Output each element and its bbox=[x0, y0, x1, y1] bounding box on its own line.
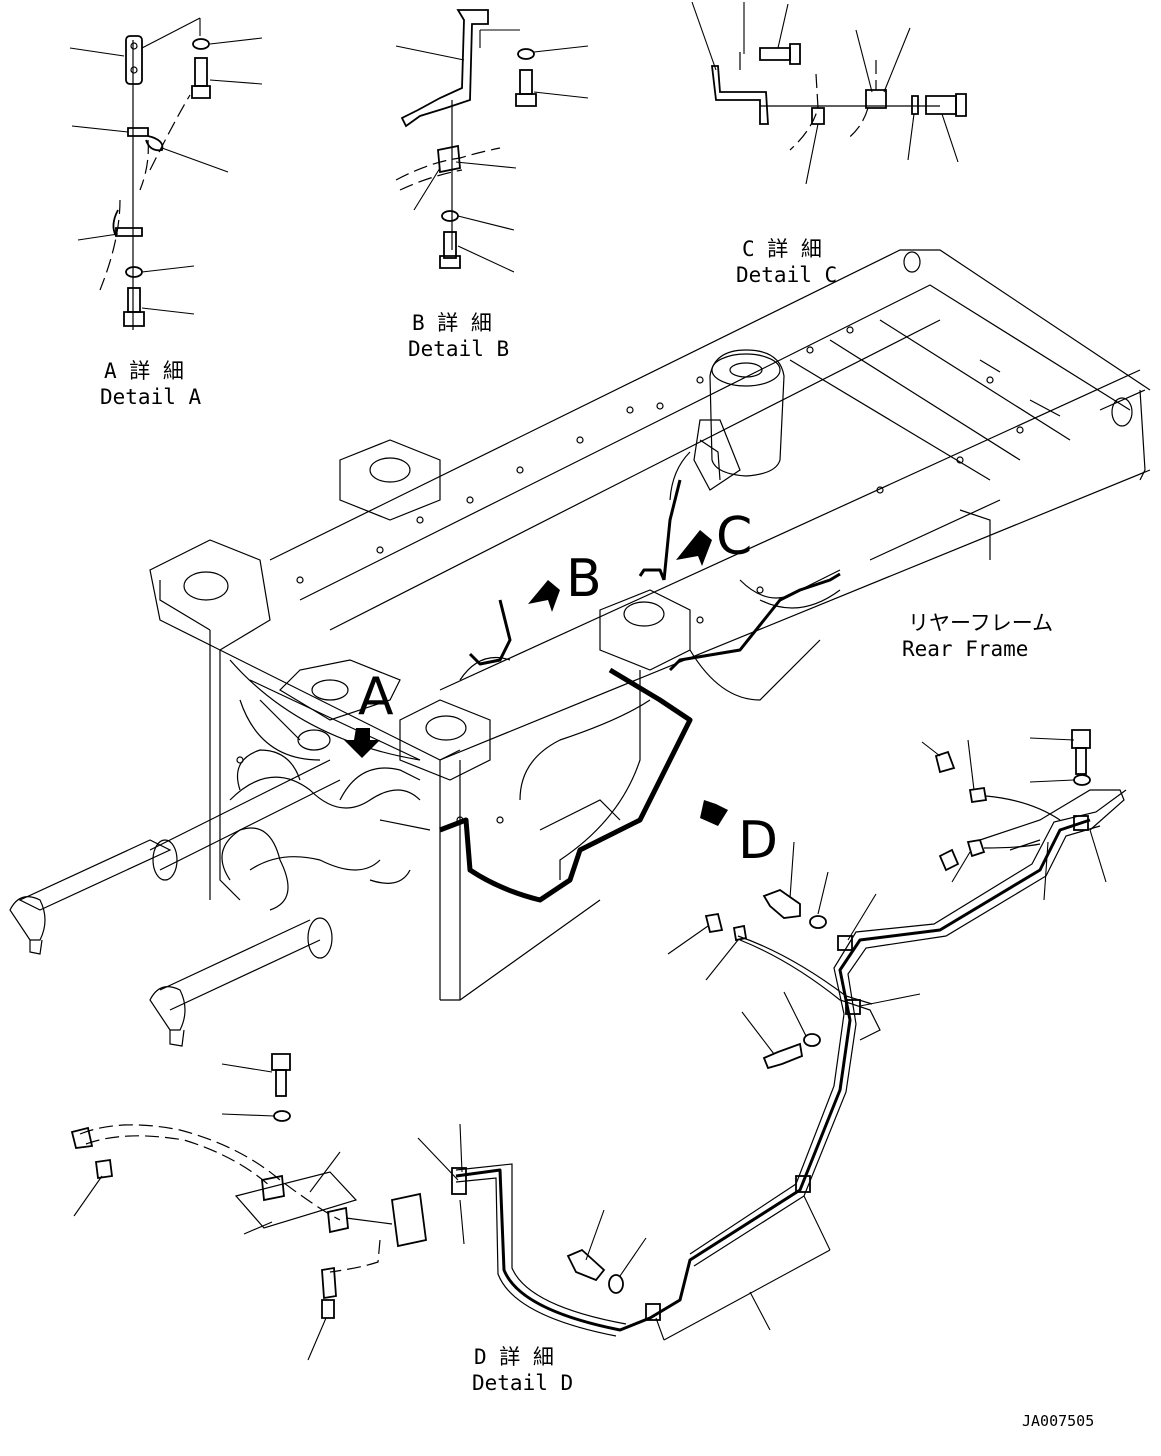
detail-a-drawing bbox=[69, 17, 263, 330]
detail-d-jp: D 詳 細 bbox=[474, 1345, 554, 1369]
detail-b-drawing bbox=[395, 9, 589, 273]
arrow-a-icon bbox=[344, 728, 380, 758]
detail-a-en: Detail A bbox=[100, 385, 202, 409]
detail-c-jp: C 詳 細 bbox=[742, 237, 822, 261]
detail-b-jp: B 詳 細 bbox=[412, 311, 492, 335]
detail-c-caption: C 詳 細 Detail C bbox=[736, 237, 837, 287]
rear-frame-en: Rear Frame bbox=[902, 637, 1028, 661]
callout-c: C bbox=[716, 507, 752, 567]
arrow-d-icon bbox=[700, 800, 728, 826]
detail-c-en: Detail C bbox=[736, 263, 837, 287]
callout-a: A bbox=[358, 667, 394, 727]
detail-b-caption: B 詳 細 Detail B bbox=[408, 311, 509, 361]
rear-frame-drawing bbox=[9, 249, 1151, 1047]
callout-b: B bbox=[566, 549, 602, 609]
detail-a-jp: A 詳 細 bbox=[104, 359, 184, 383]
arrow-c-icon bbox=[676, 530, 712, 566]
arrow-b-icon bbox=[528, 580, 560, 612]
rear-frame-caption: リヤーフレーム Rear Frame bbox=[902, 611, 1053, 661]
detail-a-caption: A 詳 細 Detail A bbox=[100, 359, 202, 409]
detail-b-en: Detail B bbox=[408, 337, 509, 361]
callout-d: D bbox=[738, 811, 778, 871]
detail-d-en: Detail D bbox=[472, 1371, 573, 1395]
detail-d-caption: D 詳 細 Detail D bbox=[472, 1345, 573, 1395]
rear-frame-jp: リヤーフレーム bbox=[908, 611, 1053, 635]
detail-d-drawing bbox=[70, 729, 1127, 1361]
drawing-number: JA007505 bbox=[1022, 1412, 1094, 1430]
detail-c-drawing bbox=[691, 1, 967, 185]
